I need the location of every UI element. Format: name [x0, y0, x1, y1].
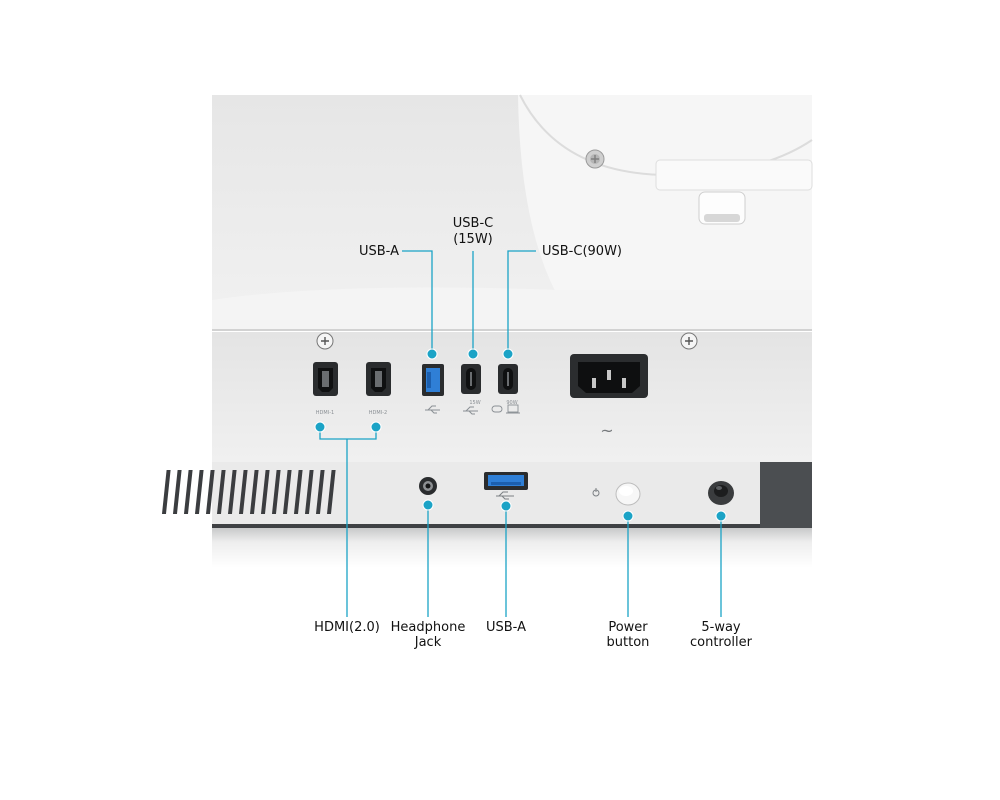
usb-a-port-top	[422, 364, 444, 396]
callout-usb-c-90w: USB-C(90W)	[542, 244, 622, 259]
watt-90-marking: 90W	[506, 400, 517, 406]
callout-usb-a-top: USB-A	[359, 244, 399, 259]
callout-labels: USB-A USB-C (15W) USB-C(90W) HDMI(2.0) H…	[314, 216, 752, 650]
screw-icon	[680, 332, 698, 350]
leader-lines	[319, 250, 722, 617]
screw-icon	[316, 332, 334, 350]
vent-slot	[260, 470, 270, 514]
housing-edge	[212, 287, 812, 330]
callout-usb-a-bottom: USB-A	[486, 620, 526, 635]
leader-line	[319, 427, 377, 440]
vent-slot	[304, 470, 314, 514]
vent-slot	[293, 470, 303, 514]
leader-dot	[426, 348, 438, 360]
leader-line	[507, 250, 536, 354]
leader-dot	[715, 510, 727, 522]
leader-dot	[500, 500, 512, 512]
vent-slot	[216, 470, 226, 514]
vent-slot	[238, 470, 248, 514]
hdmi-2-marking: HDMI-2	[369, 410, 387, 416]
usb-c-90w-port	[498, 364, 518, 394]
vent-slot	[161, 470, 171, 514]
usb-a-port-bottom	[484, 472, 528, 490]
leader-dot	[422, 499, 434, 511]
power-button[interactable]	[615, 482, 641, 506]
leader-dot	[502, 348, 514, 360]
vent-slot	[282, 470, 292, 514]
vent-slot	[183, 470, 193, 514]
ac-symbol: ~	[600, 421, 613, 440]
usb-icon	[425, 405, 440, 414]
hdmi-1-port	[313, 362, 338, 396]
usb-c-15w-port	[461, 364, 481, 394]
vent-slot	[172, 470, 182, 514]
hdmi-1-marking: HDMI-1	[316, 410, 334, 416]
vent-grille	[161, 470, 336, 514]
vent-slot	[249, 470, 259, 514]
callout-usb-c-15w-line2: (15W)	[453, 232, 493, 247]
screw-icon	[585, 149, 605, 169]
leader-dots	[314, 348, 727, 522]
callout-power-line1: Power	[608, 620, 648, 635]
leader-dot	[314, 421, 326, 433]
vent-slot	[315, 470, 325, 514]
bezel-face	[212, 462, 760, 524]
stand-latch-shadow	[704, 214, 740, 222]
bezel-right-block	[760, 462, 812, 528]
vent-slot	[326, 470, 336, 514]
vent-slot	[271, 470, 281, 514]
ac-power-inlet	[570, 354, 648, 398]
leader-dot	[622, 510, 634, 522]
callout-hdmi: HDMI(2.0)	[314, 620, 380, 635]
vent-slot	[194, 470, 204, 514]
watt-15-marking: 15W	[469, 400, 480, 406]
callout-controller-line2: controller	[690, 635, 753, 650]
leader-dot	[467, 348, 479, 360]
power-icon	[592, 488, 600, 497]
stand-bracket	[655, 159, 813, 191]
callout-headphone-line1: Headphone	[391, 620, 466, 635]
five-way-controller[interactable]	[708, 481, 734, 505]
callout-headphone-line2: Jack	[414, 635, 442, 650]
laptop-icon	[491, 404, 520, 414]
hdmi-2-port	[366, 362, 391, 396]
usb-icon	[463, 406, 478, 415]
photo-area: HDMI-1 HDMI-2 15W 90W	[161, 94, 813, 568]
vent-slot	[227, 470, 237, 514]
callout-usb-c-15w-line1: USB-C	[453, 216, 493, 231]
leader-line	[402, 250, 433, 354]
usb-icon	[496, 491, 514, 500]
stand-mount	[518, 95, 812, 300]
callout-power-line2: button	[607, 635, 650, 650]
headphone-jack	[419, 477, 437, 495]
base-fade	[212, 528, 812, 568]
callout-controller-line1: 5-way	[701, 620, 741, 635]
leader-dot	[370, 421, 382, 433]
vent-slot	[205, 470, 215, 514]
